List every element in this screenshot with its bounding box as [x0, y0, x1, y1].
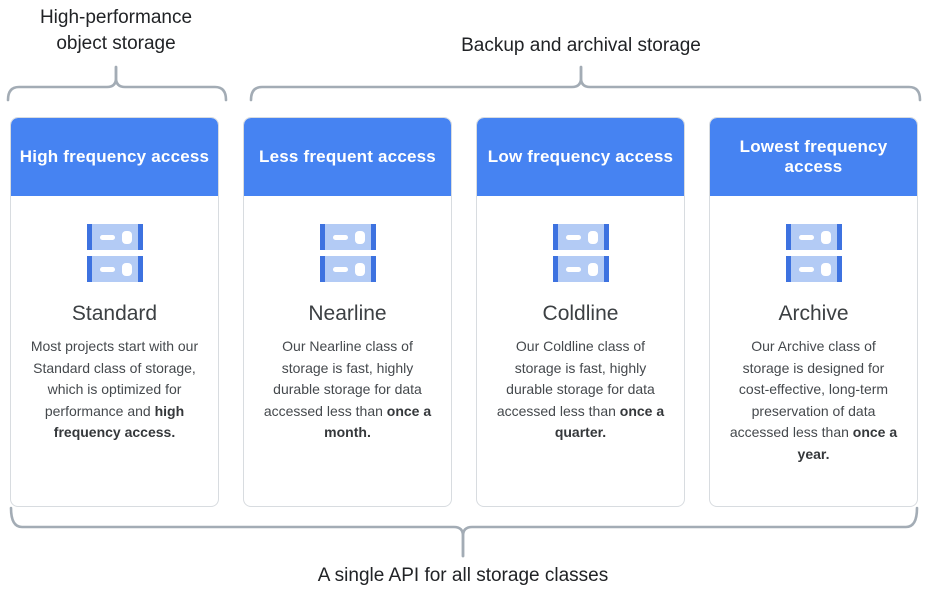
- storage-icon: [86, 224, 143, 282]
- card-header-badge: Less frequent access: [244, 118, 451, 196]
- card-description-text: Most projects start with our Standard cl…: [30, 338, 199, 419]
- card-title: Nearline: [308, 302, 387, 325]
- card-description: Our Archive class of storage is designed…: [728, 336, 900, 465]
- group-label-line1: High-performance: [39, 7, 193, 28]
- card-description: Our Coldline class of storage is fast, h…: [495, 336, 667, 444]
- group-label-single-api: A single API for all storage classes: [317, 565, 609, 586]
- card-description-bold: once a month.: [324, 402, 432, 441]
- group-label-high-performance: High-performance object storage: [12, 5, 220, 57]
- card-description-bold: once a year.: [797, 424, 898, 462]
- card-title: Standard: [71, 302, 158, 325]
- group-label-backup-archival: Backup and archival storage: [461, 35, 701, 56]
- card-header-badge: High frequency access: [11, 118, 218, 196]
- card-header-badge: Low frequency access: [477, 118, 684, 196]
- card-description: Our Nearline class of storage is fast, h…: [262, 336, 434, 444]
- card-header-badge: Lowest frequency access: [710, 118, 917, 196]
- brace-single-api: [9, 506, 919, 558]
- card-description: Most projects start with our Standard cl…: [29, 336, 201, 444]
- card-title: Archive: [778, 302, 849, 325]
- storage-icon: [319, 224, 376, 282]
- card-description-bold: once a quarter.: [554, 402, 665, 441]
- storage-icon: [785, 224, 842, 282]
- card-description-text: Our Nearline class of storage is fast, h…: [263, 338, 422, 419]
- card-archive: Lowest frequency access Archive Our Arch…: [709, 117, 918, 507]
- card-description-text: Our Coldline class of storage is fast, h…: [496, 338, 655, 419]
- storage-icon: [552, 224, 609, 282]
- brace-backup-archival: [249, 65, 922, 102]
- card-title: Coldline: [542, 302, 619, 325]
- group-label-line2: object storage: [56, 33, 176, 54]
- brace-high-performance: [6, 65, 228, 102]
- storage-cards-row: High frequency access Standard Most proj…: [10, 117, 918, 507]
- card-description-bold: high frequency access.: [53, 402, 185, 441]
- card-nearline: Less frequent access Nearline Our Nearli…: [243, 117, 452, 507]
- card-coldline: Low frequency access Coldline Our Coldli…: [476, 117, 685, 507]
- card-description-text: Our Archive class of storage is designed…: [729, 338, 889, 440]
- card-standard: High frequency access Standard Most proj…: [10, 117, 219, 507]
